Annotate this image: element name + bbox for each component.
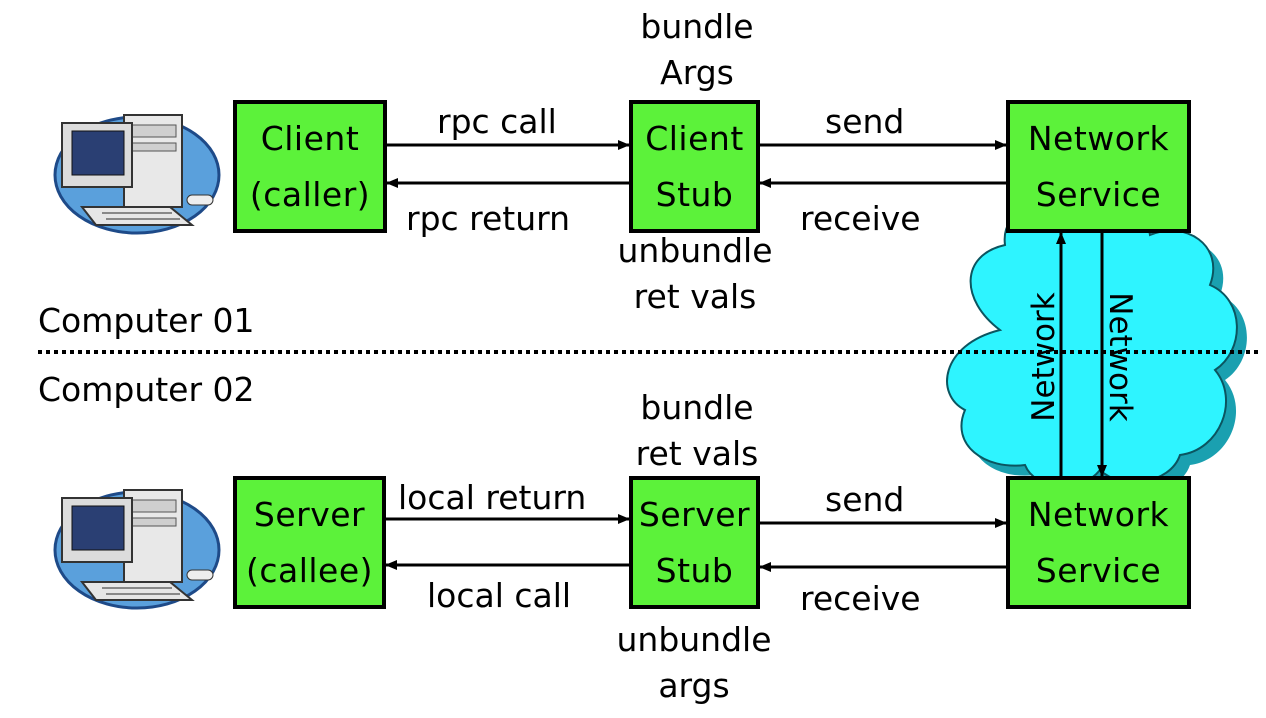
network-service-bottom-line1: Network: [1027, 494, 1170, 534]
unbundle-args-line2: args: [658, 666, 730, 705]
local-call-label: local call: [427, 576, 572, 615]
client-stub-box: Client Stub: [629, 100, 760, 233]
unbundle-args-line1: unbundle: [616, 620, 772, 659]
bundle-args-note: bundle Args: [597, 4, 797, 96]
network-service-top-line2: Service: [1035, 174, 1162, 214]
server-stub-line1: Server: [638, 494, 751, 534]
local-return-label: local return: [398, 478, 587, 517]
client-box-line2: (caller): [249, 174, 371, 214]
rpc-return-label: rpc return: [406, 199, 571, 238]
network-service-box-top: Network Service: [1006, 100, 1191, 233]
unbundle-ret-vals-note: unbundle ret vals: [595, 228, 795, 320]
receive-label-top: receive: [800, 199, 921, 238]
send-label-top: send: [825, 102, 905, 141]
computer-icon: [53, 114, 221, 235]
computer-02-label: Computer 02: [38, 370, 255, 409]
network-service-bottom-line2: Service: [1035, 550, 1162, 590]
network-down-label: Network: [1102, 292, 1138, 422]
server-box-line2: (callee): [245, 550, 374, 590]
unbundle-ret-line1: unbundle: [617, 231, 773, 270]
server-box-line1: Server: [253, 494, 366, 534]
client-box-line1: Client: [260, 118, 360, 158]
rpc-call-label: rpc call: [437, 102, 557, 141]
receive-label-bottom: receive: [800, 579, 921, 618]
bundle-ret-vals-note: bundle ret vals: [597, 385, 797, 477]
client-stub-line1: Client: [645, 118, 744, 158]
computer-icon: [53, 489, 221, 610]
server-stub-line2: Stub: [655, 550, 734, 590]
unbundle-args-note: unbundle args: [594, 617, 794, 709]
send-label-bottom: send: [825, 480, 905, 519]
computer-01-label: Computer 01: [38, 301, 255, 340]
bundle-args-line1: bundle: [640, 7, 754, 46]
network-service-box-bottom: Network Service: [1006, 476, 1191, 609]
server-box: Server (callee): [233, 476, 386, 609]
network-up-label: Network: [1026, 292, 1062, 422]
network-service-top-line1: Network: [1027, 118, 1170, 158]
bundle-ret-line2: ret vals: [635, 434, 759, 473]
client-box: Client (caller): [233, 100, 387, 233]
client-stub-line2: Stub: [655, 174, 734, 214]
unbundle-ret-line2: ret vals: [633, 277, 757, 316]
bundle-args-line2: Args: [660, 53, 734, 92]
bundle-ret-line1: bundle: [640, 388, 754, 427]
server-stub-box: Server Stub: [629, 476, 760, 609]
